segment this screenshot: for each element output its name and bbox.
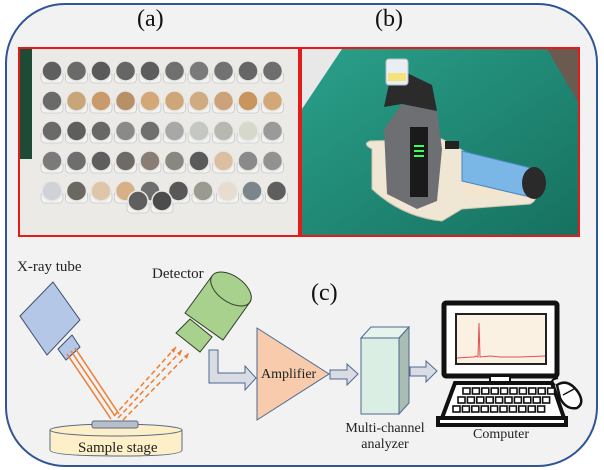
led-3: [414, 155, 424, 157]
photo-xrf-device: [300, 47, 580, 237]
led-1: [414, 145, 424, 147]
sample-cup: [163, 90, 186, 112]
handle-cap: [522, 167, 546, 199]
photo-samples: [18, 47, 300, 237]
sample-cup: [41, 60, 63, 82]
sample-cup: [237, 60, 259, 82]
sample-cup-on-device: [385, 58, 409, 86]
xrf-device-illustration: [302, 49, 578, 235]
device-display: [410, 127, 428, 197]
sample-cup: [212, 90, 235, 112]
sample-cup: [261, 60, 284, 82]
label-xray-tube: X-ray tube: [17, 259, 82, 275]
sample-cup: [41, 150, 63, 172]
sample-cup: [188, 60, 210, 82]
sample-cup: [90, 150, 112, 172]
sample-cup: [237, 150, 259, 172]
sample-cup: [237, 90, 259, 112]
sample-cup: [237, 120, 259, 142]
sample-cup: [65, 90, 88, 112]
sample-cup: [90, 90, 112, 112]
cup-label: [388, 73, 406, 81]
sample-cup: [65, 150, 88, 172]
sample-cup: [65, 60, 88, 82]
sample-cup: [212, 150, 235, 172]
sample-cup: [90, 60, 112, 82]
panel-label-b: (b): [375, 6, 403, 32]
sample-cup: [41, 90, 63, 112]
label-mca-line2: analyzer: [361, 437, 409, 452]
label-detector: Detector: [152, 266, 204, 282]
sample-cup: [163, 120, 186, 142]
sample-cup: [41, 120, 63, 142]
sample-cup: [139, 120, 161, 142]
sample-cup: [261, 120, 284, 142]
sample-cups: [40, 60, 288, 214]
green-edge-strip: [20, 49, 32, 159]
sample-cup: [90, 120, 112, 142]
sample-cup: [127, 190, 149, 212]
sample-cup: [151, 190, 173, 212]
sample-cup: [212, 60, 235, 82]
label-amplifier: Amplifier: [261, 367, 317, 382]
sample-cup: [114, 90, 137, 112]
sample-cup: [114, 150, 137, 172]
sample-cup: [41, 180, 63, 202]
chair-corner: [547, 49, 578, 103]
sample-cup: [139, 60, 161, 82]
sample-cup: [114, 60, 137, 82]
sample-cup: [90, 180, 112, 202]
label-computer: Computer: [473, 427, 529, 442]
sample-cup: [261, 90, 284, 112]
sample-cup: [216, 180, 239, 202]
sample-cup: [188, 150, 210, 172]
sample-cup: [163, 60, 186, 82]
sample-cup: [139, 90, 161, 112]
panel-label-c: (c): [311, 280, 338, 306]
sample-cup: [65, 120, 88, 142]
panel-label-a: (a): [137, 6, 164, 32]
sample-cup: [265, 180, 288, 202]
sample-cup: [241, 180, 263, 202]
sample-cup: [163, 150, 186, 172]
label-mca-line1: Multi-channel: [345, 421, 425, 436]
sample-cup: [188, 90, 210, 112]
sample-cup: [167, 180, 190, 202]
sample-cup: [65, 180, 88, 202]
sample-cup: [261, 150, 284, 172]
sample-cup: [114, 120, 137, 142]
trigger-button: [445, 141, 459, 149]
label-sample-stage: Sample stage: [78, 440, 158, 456]
sample-cup: [139, 150, 161, 172]
floor-corner: [302, 49, 342, 109]
sample-cup: [192, 180, 214, 202]
sample-cup: [212, 120, 235, 142]
sample-cup: [188, 120, 210, 142]
label-mca: Multi-channel analyzer: [340, 421, 430, 453]
led-2: [414, 150, 424, 152]
